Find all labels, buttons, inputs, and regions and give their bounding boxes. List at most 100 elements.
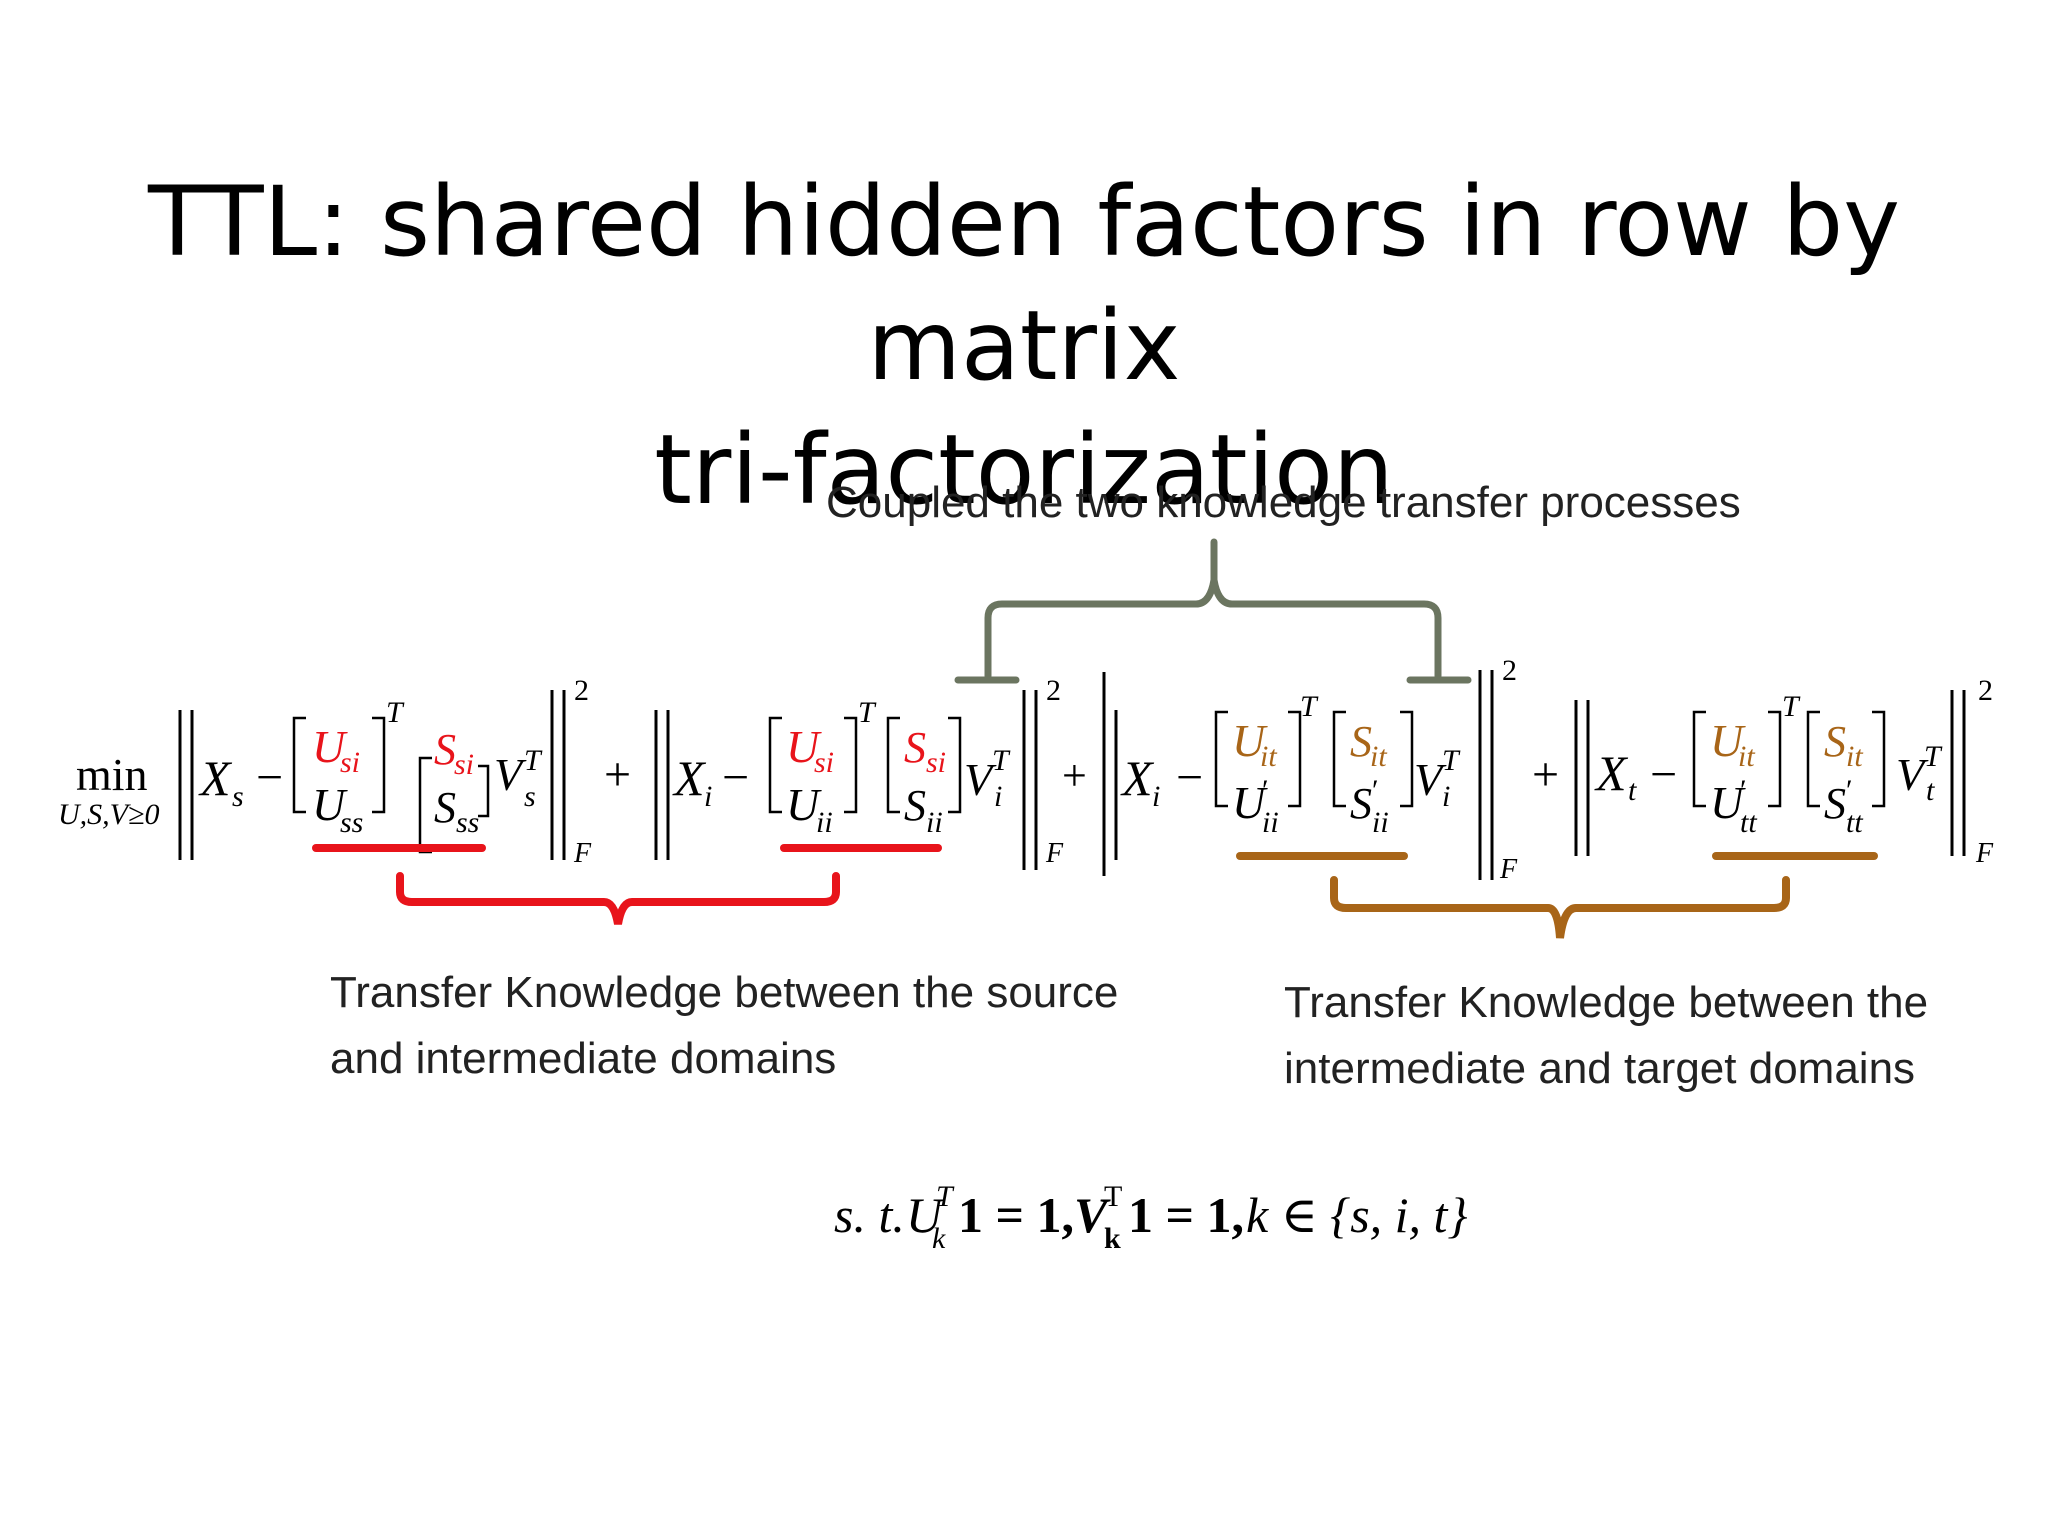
term-2-U-bot: U bbox=[786, 779, 822, 830]
term-4-norm-sub: F bbox=[1975, 838, 1994, 869]
term-1-V-sup: T bbox=[524, 744, 543, 777]
constraint-U-sup: T bbox=[936, 1180, 955, 1213]
term-1-U-bot: U bbox=[312, 779, 348, 830]
term-3-S-bot: S bbox=[1350, 779, 1372, 828]
term-4-X: X bbox=[1594, 745, 1629, 801]
term-3-power: 2 bbox=[1502, 654, 1517, 687]
term-3-U-top: U bbox=[1232, 715, 1268, 766]
term-2-V-sub: i bbox=[994, 780, 1002, 813]
term-1-power: 2 bbox=[574, 674, 589, 707]
term-2-power: 2 bbox=[1046, 674, 1061, 707]
term-2-norm-sub: F bbox=[1045, 838, 1064, 869]
term-3-U-bot-prime: ′ bbox=[1262, 774, 1269, 807]
term-3-S-top: S bbox=[1350, 717, 1372, 766]
term-4: X t − U it U ′ tt T S it S ′ tt V T t 2 … bbox=[1574, 674, 1994, 869]
term-2-X-sub: i bbox=[704, 780, 712, 813]
constraint-U: U bbox=[906, 1187, 945, 1243]
term-2-U-transpose: T bbox=[858, 696, 877, 729]
term-1-S-bot-sub: ss bbox=[456, 806, 479, 839]
term-4-S-bot: S bbox=[1824, 779, 1846, 828]
constraint-U-sub: k bbox=[932, 1222, 946, 1255]
term-3-V-sup: T bbox=[1442, 744, 1461, 777]
term-1-V-sub: s bbox=[524, 780, 536, 813]
term-2-S-top-sub: si bbox=[926, 746, 946, 779]
term-2-V: V bbox=[964, 754, 997, 805]
slide-title-line-1: TTL: shared hidden factors in row by mat… bbox=[148, 166, 1900, 402]
term-3-U-bot-sub: ii bbox=[1262, 806, 1279, 839]
term-1-X: X bbox=[198, 750, 233, 806]
term-4-U-bot-prime: ′ bbox=[1740, 774, 1747, 807]
constraint-V-sup: T bbox=[1104, 1180, 1122, 1213]
term-4-X-sub: t bbox=[1628, 774, 1637, 807]
term-4-S-top: S bbox=[1824, 717, 1846, 766]
term-3-norm-sub: F bbox=[1499, 854, 1518, 885]
term-1-X-sub: s bbox=[232, 780, 244, 813]
source-intermediate-note: Transfer Knowledge between the source an… bbox=[330, 968, 1119, 1083]
term-3-U-top-sub: it bbox=[1260, 740, 1277, 773]
term-1-U-top-sub: si bbox=[340, 746, 360, 779]
min-operator: min bbox=[76, 749, 148, 800]
plus-2: + bbox=[1062, 751, 1087, 800]
term-3-V: V bbox=[1414, 754, 1447, 805]
term-3-X-sub: i bbox=[1152, 780, 1160, 813]
coupling-brace bbox=[954, 538, 1472, 684]
term-2-S-top: S bbox=[904, 723, 926, 772]
term-4-U-bot-sub: tt bbox=[1740, 806, 1757, 839]
constraint-V: V bbox=[1074, 1187, 1111, 1243]
term-3-S-bot-sub: ii bbox=[1372, 806, 1389, 839]
constraint: s. t. U T k 1 = 1, V T k 1 = 1, k ∈ {s, … bbox=[834, 1180, 1467, 1255]
term-1-S-top-sub: si bbox=[454, 748, 474, 781]
term-1-S-top: S bbox=[434, 725, 456, 774]
term-1-U-bot-sub: ss bbox=[340, 806, 363, 839]
term-4-V-sub: t bbox=[1926, 774, 1935, 807]
term-4-S-bot-prime: ′ bbox=[1846, 774, 1853, 807]
term-2-S-bot-sub: ii bbox=[926, 806, 943, 839]
constraint-st: s. t. bbox=[834, 1187, 905, 1243]
term-1-minus: − bbox=[256, 751, 283, 804]
term-1: X s − U si U ss T S si S ss V T s 2 F bbox=[178, 674, 592, 869]
constraint-eq1: 1 = 1, bbox=[958, 1187, 1074, 1243]
term-2: X i − U si U ii T S si S ii V T i 2 F bbox=[654, 674, 1064, 870]
term-3-U-bot: U bbox=[1232, 777, 1268, 828]
term-1-S-bot: S bbox=[434, 783, 456, 832]
term-3-S-bot-prime: ′ bbox=[1372, 774, 1379, 807]
term-4-power: 2 bbox=[1978, 674, 1993, 707]
term-2-X: X bbox=[672, 750, 707, 806]
constraint-V-sub: k bbox=[1104, 1222, 1121, 1255]
term-3: X i − U it U ′ ii T S it S ′ ii V T i 2 … bbox=[1102, 654, 1518, 885]
term-1-norm-sub: F bbox=[573, 838, 592, 869]
term-2-U-top-sub: si bbox=[814, 746, 834, 779]
constraint-eq2: 1 = 1, bbox=[1128, 1187, 1244, 1243]
term-4-minus: − bbox=[1650, 748, 1677, 801]
term-4-S-top-sub: it bbox=[1846, 740, 1863, 773]
slide-title-line-2: tri-factorization bbox=[654, 414, 1394, 526]
constraint-k-in: k ∈ {s, i, t} bbox=[1246, 1187, 1467, 1243]
plus-3: + bbox=[1532, 748, 1559, 801]
red-brace bbox=[312, 844, 942, 925]
term-3-S-top-sub: it bbox=[1370, 740, 1387, 773]
term-4-U-top: U bbox=[1710, 715, 1746, 766]
term-1-U-transpose: T bbox=[386, 696, 405, 729]
term-3-X: X bbox=[1120, 750, 1155, 806]
term-2-U-top: U bbox=[786, 721, 822, 772]
term-4-U-bot: U bbox=[1710, 777, 1746, 828]
term-3-U-transpose: T bbox=[1300, 690, 1319, 723]
orange-brace bbox=[1236, 852, 1878, 939]
min-subscript: U,S,V≥0 bbox=[58, 798, 159, 831]
term-1-V: V bbox=[494, 749, 527, 800]
slide-title: TTL: shared hidden factors in row by mat… bbox=[0, 160, 2048, 532]
intermediate-target-note: Transfer Knowledge between the intermedi… bbox=[1284, 978, 1929, 1093]
term-4-V: V bbox=[1896, 749, 1929, 800]
term-3-minus: − bbox=[1176, 751, 1203, 804]
term-2-U-bot-sub: ii bbox=[816, 806, 833, 839]
term-4-U-transpose: T bbox=[1782, 690, 1801, 723]
term-2-S-bot: S bbox=[904, 781, 926, 830]
term-4-U-top-sub: it bbox=[1738, 740, 1755, 773]
term-2-V-sup: T bbox=[992, 744, 1011, 777]
term-4-V-sup: T bbox=[1924, 740, 1943, 773]
term-3-V-sub: i bbox=[1442, 780, 1450, 813]
term-4-S-bot-sub: tt bbox=[1846, 806, 1863, 839]
coupled-label: Coupled the two knowledge transfer proce… bbox=[826, 478, 1741, 527]
plus-1: + bbox=[604, 748, 631, 801]
